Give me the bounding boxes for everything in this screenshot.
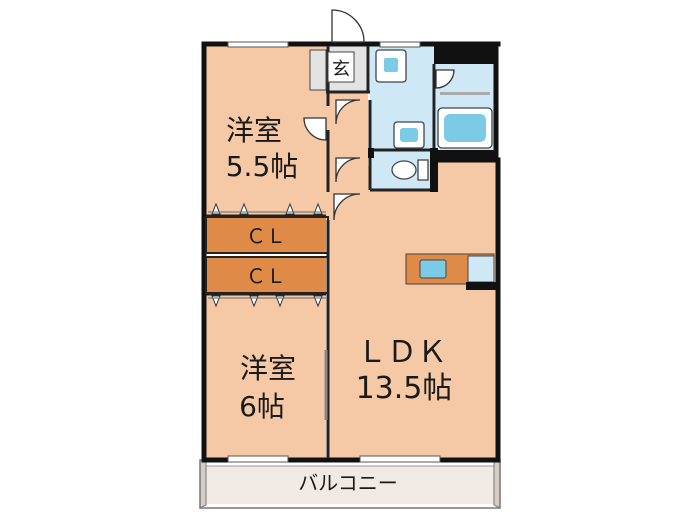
closet-2-frame [205, 256, 329, 294]
entrance-box [327, 51, 355, 83]
western-room-2 [206, 293, 326, 458]
wash-basin-bowl [400, 128, 418, 142]
balcony [206, 466, 500, 504]
kitchen-stove [467, 255, 495, 283]
ldk-room [328, 166, 496, 458]
balcony-label: バルコニー [298, 471, 398, 495]
ldk-upper [436, 160, 496, 170]
balcony-right-end [493, 459, 501, 509]
western-room-1 [206, 46, 326, 216]
closet-1-frame [205, 216, 329, 254]
shoe-box [309, 49, 327, 91]
ldk-name: ＬＤＫ [357, 335, 447, 370]
wall-post-1 [368, 148, 374, 158]
wall-post-2 [430, 148, 438, 192]
ldk-size: 13.5帖 [356, 371, 453, 406]
bath-rail [440, 92, 490, 95]
wall-post-3 [434, 150, 496, 160]
toilet-tank [417, 159, 429, 181]
western-room-2-size: 6帖 [239, 390, 285, 423]
closet-2 [206, 258, 326, 292]
kitchen-post [466, 282, 496, 290]
closet-2-label: ＣＬ [246, 264, 286, 288]
balcony-left-end [199, 459, 207, 509]
windows [227, 41, 441, 463]
western-room-1-size: 5.5帖 [226, 150, 299, 183]
western-room-1-name: 洋室 [226, 114, 282, 147]
washing-machine-drum [384, 58, 398, 72]
closet-1 [206, 218, 326, 252]
closet-1-label: ＣＬ [246, 224, 286, 248]
entrance-label: 玄 [332, 59, 350, 80]
toilet-bowl [391, 160, 417, 180]
doors [303, 9, 455, 221]
western-room-2-name: 洋室 [240, 352, 296, 385]
kitchen-sink [419, 259, 447, 279]
wall-block-top-right [434, 42, 498, 64]
bathtub-basin [444, 114, 486, 142]
